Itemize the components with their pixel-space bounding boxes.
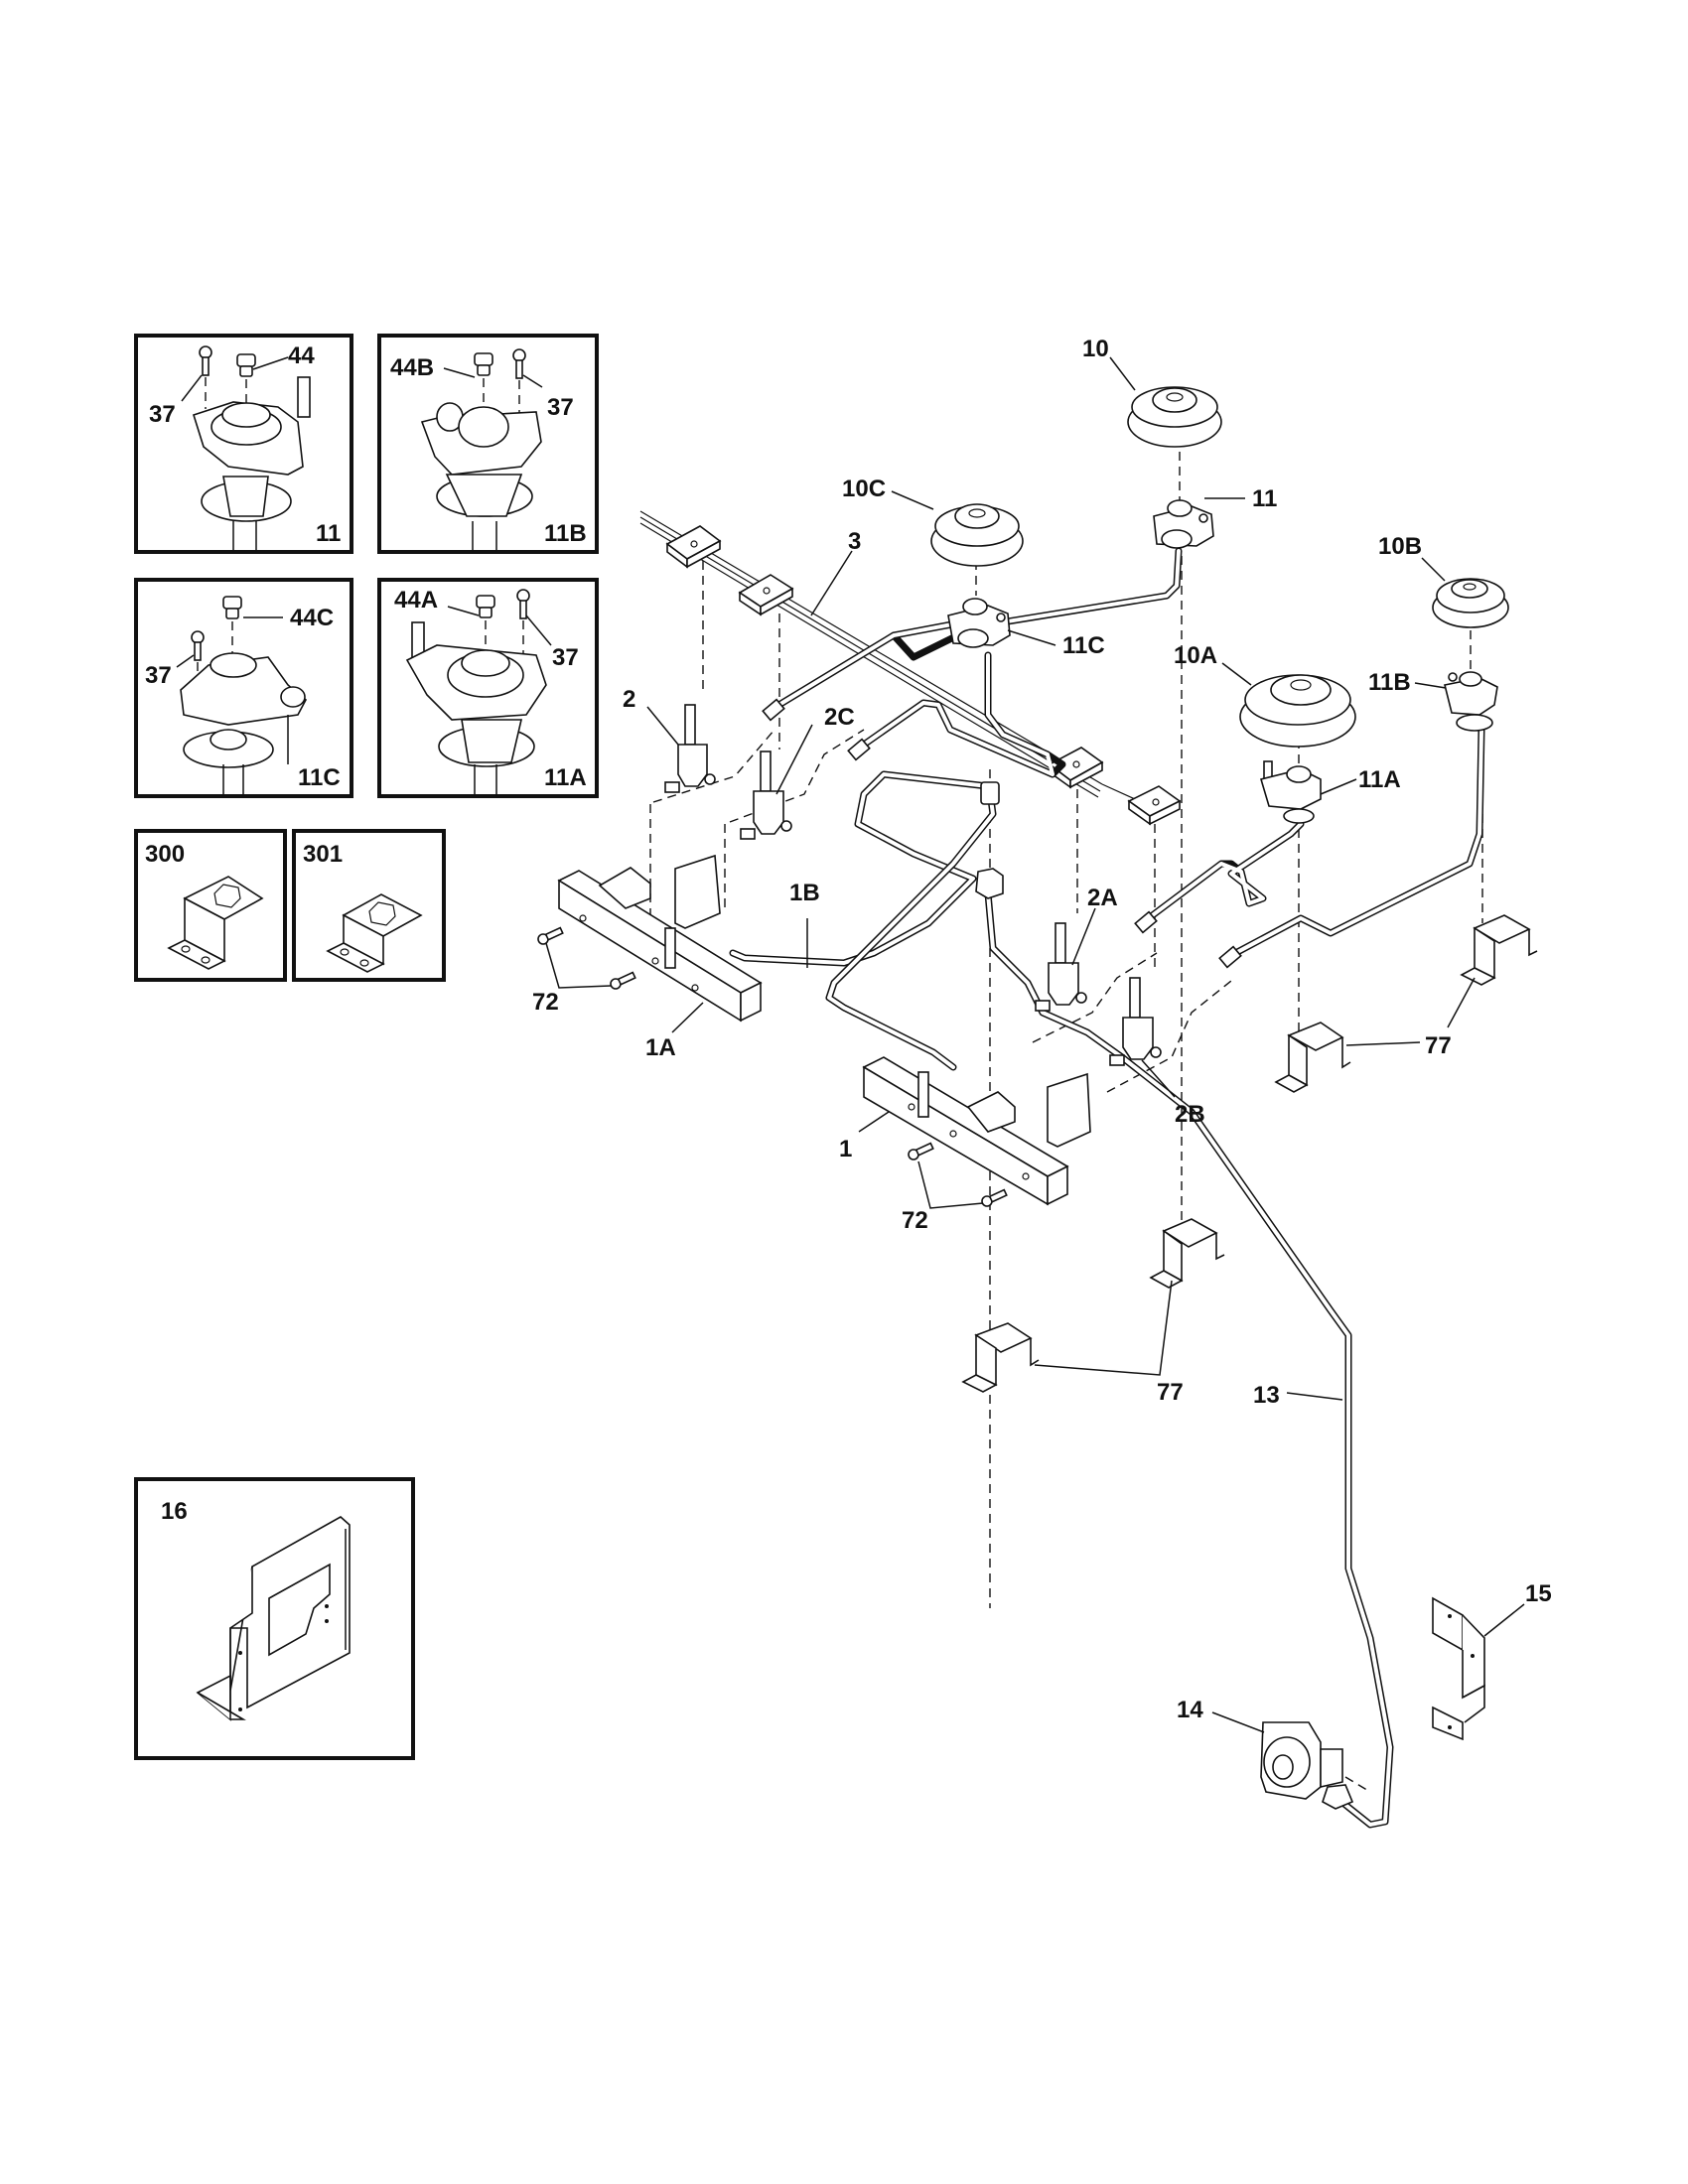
bracket-77[interactable] <box>1149 1218 1225 1289</box>
switch-block <box>738 574 794 616</box>
burner-cap-10[interactable] <box>1127 386 1222 448</box>
orifice-icon <box>474 352 493 417</box>
label-77-bottom: 77 <box>1157 1379 1184 1406</box>
callout-37: 37 <box>547 394 574 421</box>
callout-37: 37 <box>149 401 176 428</box>
label-77-right: 77 <box>1425 1032 1452 1059</box>
bracket-77[interactable] <box>961 1322 1040 1393</box>
screw-icon <box>199 345 212 409</box>
pressure-regulator-14[interactable] <box>1260 1721 1371 1800</box>
inset-caption-11B: 11B <box>544 520 587 547</box>
callout-44C: 44C <box>290 605 334 631</box>
label-14: 14 <box>1177 1697 1203 1723</box>
label-2C: 2C <box>824 704 855 731</box>
bracket-77[interactable] <box>1460 914 1538 986</box>
orifice-icon <box>476 595 495 655</box>
label-10C: 10C <box>842 476 886 502</box>
inset-caption-11: 11 <box>316 520 341 547</box>
burner-base-11[interactable] <box>1153 499 1214 549</box>
switch-block <box>1127 785 1182 826</box>
manifold-1A[interactable] <box>557 854 763 1023</box>
label-11A: 11A <box>1358 766 1401 793</box>
valve-2B[interactable] <box>1109 977 1162 1066</box>
burner-base-icon <box>193 376 311 552</box>
valve-2[interactable] <box>664 704 716 793</box>
inset-caption-11C: 11C <box>298 764 341 791</box>
screw-icon <box>516 589 530 657</box>
label-1A: 1A <box>645 1034 676 1061</box>
burner-cap-10C[interactable] <box>930 503 1024 567</box>
orifice-icon <box>222 596 242 660</box>
burner-base-11B[interactable] <box>1444 671 1498 732</box>
inset-caption-301: 301 <box>303 841 343 868</box>
inset-box-11B[interactable]: 44B 37 11B <box>377 334 599 554</box>
gas-tubes <box>729 547 1485 1829</box>
inset-caption-16: 16 <box>161 1498 188 1525</box>
label-11C: 11C <box>1062 632 1105 659</box>
callout-37: 37 <box>552 644 579 671</box>
label-11B: 11B <box>1368 669 1411 696</box>
screw-icon <box>512 348 526 415</box>
fittings <box>762 698 1354 1810</box>
callout-44A: 44A <box>394 587 438 614</box>
label-10A: 10A <box>1174 642 1217 669</box>
burner-base-icon <box>405 621 547 796</box>
callout-44: 44 <box>288 342 315 369</box>
manifold-1[interactable] <box>862 1056 1091 1206</box>
shield-panel-icon <box>196 1516 351 1721</box>
label-2A: 2A <box>1087 885 1118 911</box>
screw-icon <box>191 630 205 695</box>
valve-2C[interactable] <box>740 751 792 840</box>
label-10B: 10B <box>1378 533 1422 560</box>
label-11: 11 <box>1252 485 1277 512</box>
inset-caption-11A: 11A <box>544 764 587 791</box>
inset-box-11C[interactable]: 44C 37 11C <box>134 578 353 798</box>
label-1: 1 <box>839 1136 852 1162</box>
label-13: 13 <box>1253 1382 1280 1409</box>
bracket-15[interactable] <box>1432 1596 1485 1741</box>
burner-base-icon <box>420 402 542 552</box>
switch-harness[interactable] <box>639 510 1182 826</box>
switch-block <box>665 525 722 569</box>
inset-box-300[interactable]: 300 <box>134 829 287 982</box>
burner-base-11A[interactable] <box>1259 760 1322 824</box>
screw-72-right[interactable] <box>908 1142 1008 1207</box>
burner-cap-10A[interactable] <box>1239 674 1356 748</box>
burner-base-icon <box>180 652 308 796</box>
label-2: 2 <box>623 686 635 713</box>
inset-box-16[interactable]: 16 <box>134 1477 415 1760</box>
label-72-left: 72 <box>532 989 559 1016</box>
burner-base-11C[interactable] <box>947 598 1011 648</box>
orifice-icon <box>236 353 256 417</box>
inset-box-11[interactable]: 44 37 11 <box>134 334 353 554</box>
inset-caption-300: 300 <box>145 841 185 868</box>
label-1B: 1B <box>789 880 820 906</box>
burner-cap-10B[interactable] <box>1432 578 1509 628</box>
label-10: 10 <box>1082 336 1109 362</box>
label-2B: 2B <box>1175 1101 1205 1128</box>
label-72-right: 72 <box>902 1207 928 1234</box>
inset-box-11A[interactable]: 44A 37 11A <box>377 578 599 798</box>
bracket-icon <box>167 876 264 970</box>
callout-44B: 44B <box>390 354 434 381</box>
inset-box-301[interactable]: 301 <box>292 829 446 982</box>
callout-37: 37 <box>145 662 172 689</box>
valve-2A[interactable] <box>1035 922 1087 1012</box>
label-3: 3 <box>848 528 861 555</box>
bracket-icon <box>326 893 423 973</box>
screw-72-left[interactable] <box>537 926 636 990</box>
label-15: 15 <box>1525 1580 1552 1607</box>
bracket-77[interactable] <box>1274 1022 1351 1093</box>
